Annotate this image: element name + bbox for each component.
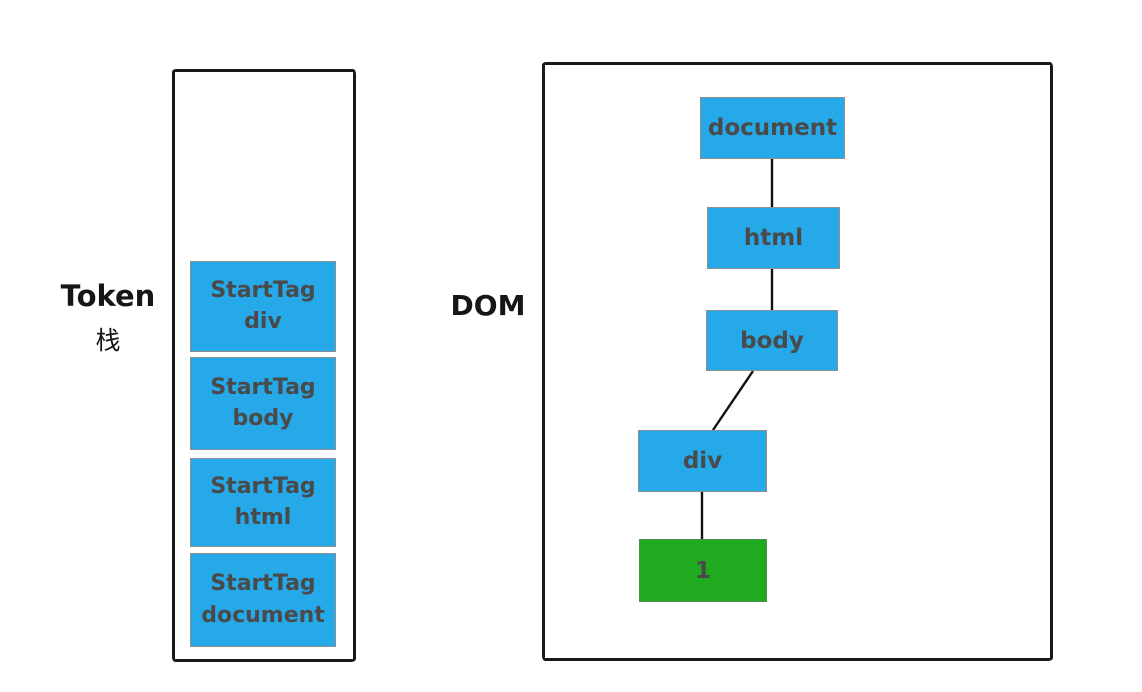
stack-item-starttag-body: StartTag body — [190, 357, 336, 450]
stack-item-starttag-document: StartTag document — [190, 553, 336, 647]
stack-item-line2: body — [232, 406, 294, 431]
stack-item-line2: html — [234, 505, 292, 530]
stack-item-line1: StartTag — [210, 277, 316, 303]
token-stack-label: Token 栈 — [48, 279, 168, 355]
stack-item-starttag-div: StartTag div — [190, 261, 336, 352]
tree-node-body: body — [706, 310, 838, 371]
token-stack-label-zh: 栈 — [95, 326, 121, 355]
tree-node-document: document — [700, 97, 845, 159]
token-stack-label-en: Token — [60, 279, 156, 313]
stack-item-line1: StartTag — [210, 473, 316, 499]
tree-node-text-1: 1 — [639, 539, 767, 602]
tree-node-html: html — [707, 207, 840, 269]
stack-item-line1: StartTag — [210, 571, 316, 597]
stack-item-starttag-html: StartTag html — [190, 458, 336, 547]
dom-tree-container: document html body div 1 — [542, 62, 1053, 661]
dom-label: DOM — [450, 289, 526, 322]
token-stack-container: StartTag div StartTag body StartTag html… — [172, 69, 356, 662]
stack-item-line2: div — [244, 309, 282, 334]
stack-item-line1: StartTag — [210, 374, 316, 400]
edge-body-div — [712, 370, 754, 431]
stack-item-line2: document — [201, 602, 325, 628]
tree-node-div: div — [638, 430, 767, 492]
